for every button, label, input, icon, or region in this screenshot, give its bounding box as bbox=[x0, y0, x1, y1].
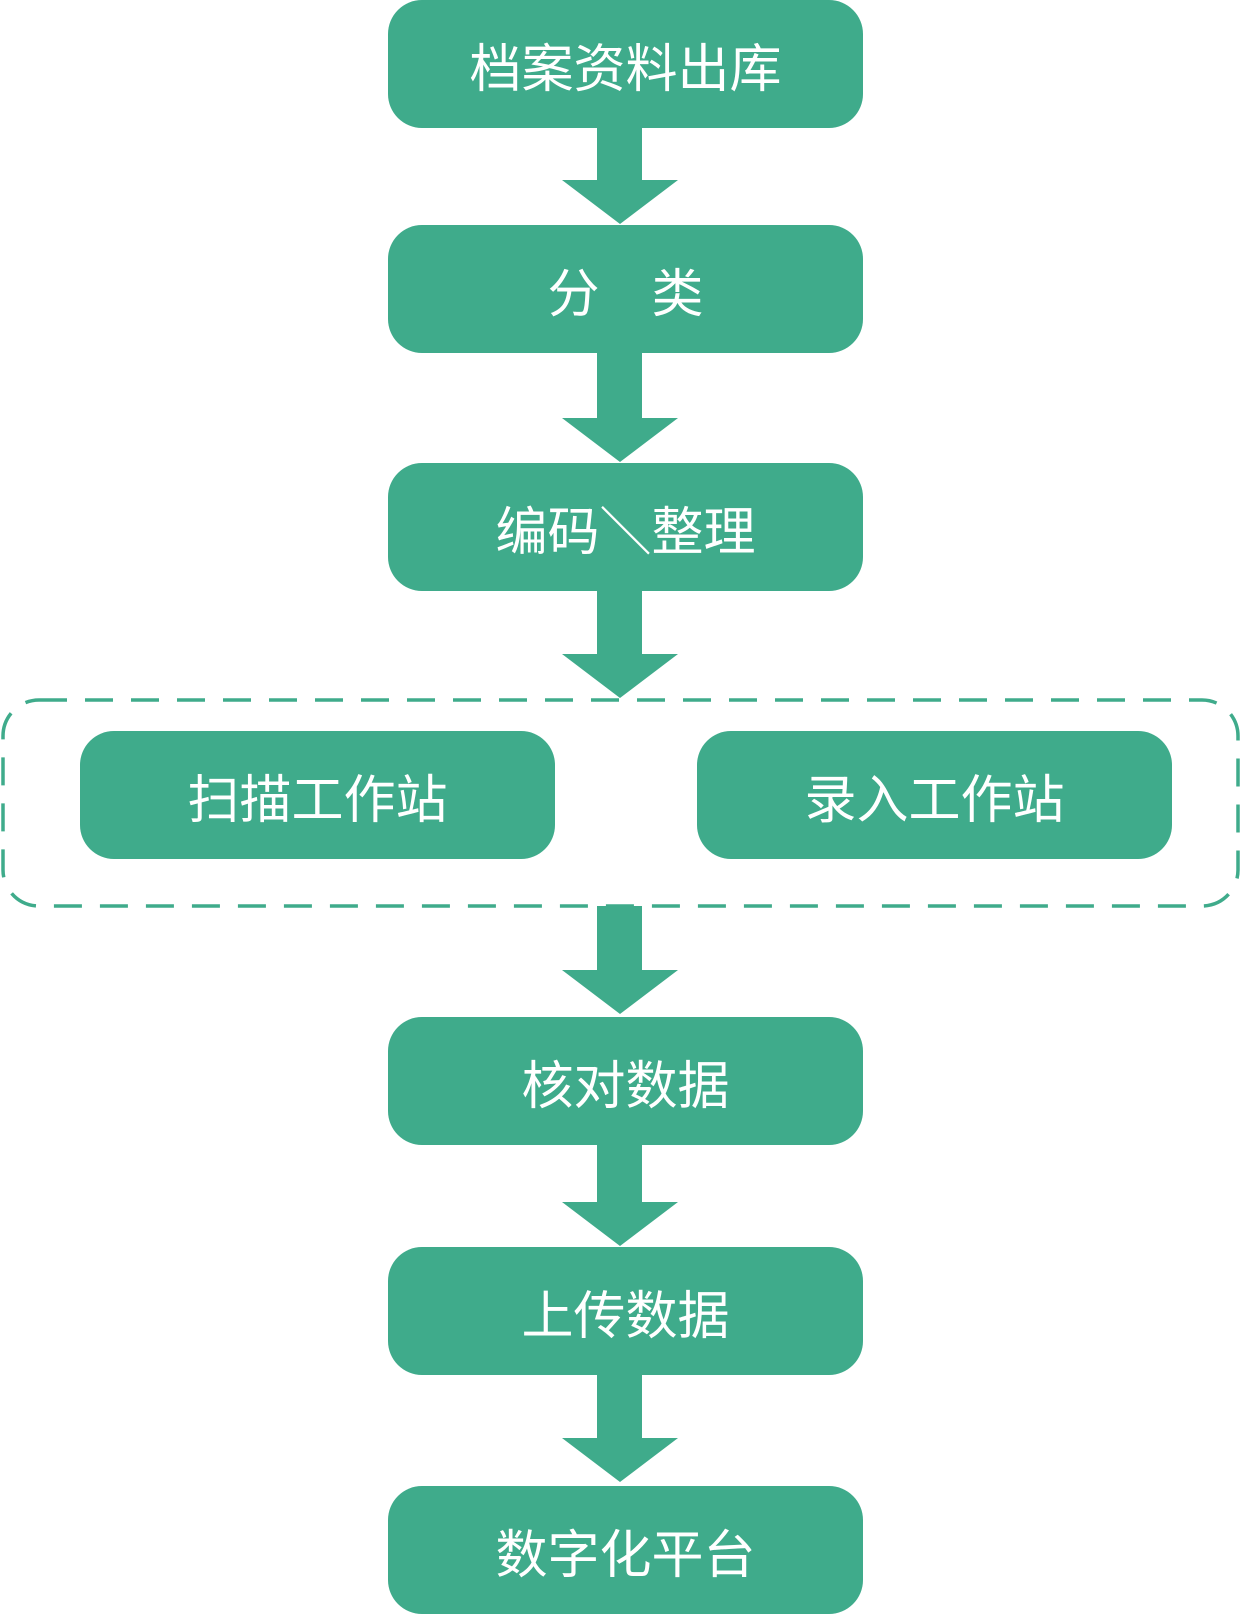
arrow-down-icon bbox=[562, 352, 678, 462]
arrow-down-icon bbox=[562, 1374, 678, 1482]
node-entry-station: 录入工作站 bbox=[697, 731, 1172, 859]
node-label: 档案资料出库 bbox=[469, 39, 782, 100]
arrow-down-icon bbox=[562, 1144, 678, 1246]
node-upload-data: 上传数据 bbox=[388, 1247, 863, 1375]
node-label: 扫描工作站 bbox=[187, 770, 448, 831]
node-digital-platform: 数字化平台 bbox=[388, 1486, 863, 1614]
node-label: 编码＼整理 bbox=[495, 502, 756, 563]
node-verify-data: 核对数据 bbox=[388, 1017, 863, 1145]
node-label: 核对数据 bbox=[521, 1056, 730, 1117]
node-label: 录入工作站 bbox=[804, 770, 1065, 831]
node-label: 上传数据 bbox=[521, 1286, 730, 1347]
arrow-down-icon bbox=[562, 906, 678, 1014]
node-label: 数字化平台 bbox=[495, 1525, 756, 1586]
arrow-down-icon bbox=[562, 126, 678, 224]
node-archive-out: 档案资料出库 bbox=[388, 0, 863, 128]
node-classify: 分 类 bbox=[388, 225, 863, 353]
node-encode-organize: 编码＼整理 bbox=[388, 463, 863, 591]
node-scan-station: 扫描工作站 bbox=[80, 731, 555, 859]
node-label: 分 类 bbox=[547, 264, 704, 325]
arrow-down-icon bbox=[562, 590, 678, 698]
